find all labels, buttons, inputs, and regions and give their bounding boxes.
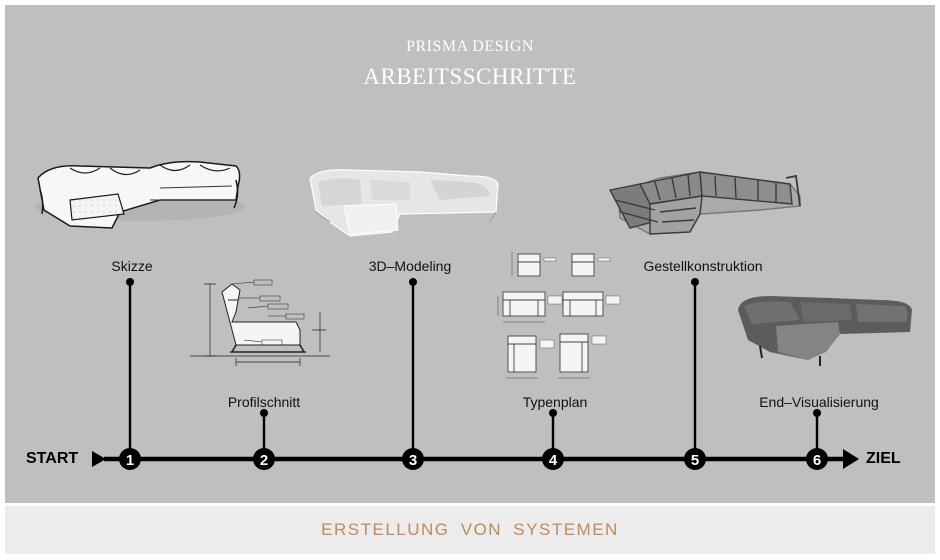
- step-marker-4: 4: [542, 448, 564, 470]
- end-arrow-icon: [843, 449, 859, 469]
- diagram-panel: [5, 5, 935, 503]
- step-number-1: 1: [126, 452, 134, 469]
- start-label: START: [26, 450, 79, 467]
- step-number-5: 5: [691, 452, 699, 469]
- step-number-2: 2: [260, 452, 268, 469]
- step-label-6: End–Visualisierung: [759, 394, 879, 410]
- sketch-sofa-illustration: [35, 160, 245, 229]
- footer-title: ERSTELLUNG VON SYSTEMEN: [321, 520, 619, 539]
- step-marker-6: 6: [806, 448, 828, 470]
- brand-name: PRISMA DESIGN: [406, 38, 534, 55]
- step-marker-1: 1: [119, 448, 141, 470]
- profile-section-drawing: [190, 279, 330, 366]
- frame-construction-illustration: [608, 171, 801, 235]
- footer-bar: ERSTELLUNG VON SYSTEMEN: [5, 506, 935, 554]
- page-title: ARBEITSSCHRITTE: [363, 64, 577, 89]
- step-marker-5: 5: [684, 448, 706, 470]
- step-label-5: Gestellkonstruktion: [643, 258, 763, 274]
- step-marker-2: 2: [253, 448, 275, 470]
- dot-step-4: [549, 409, 557, 417]
- type-plan-drawing: [497, 252, 621, 379]
- step-number-4: 4: [549, 452, 558, 469]
- dot-step-3: [409, 278, 417, 286]
- process-diagram: 1 2 3 4 5 6: [35, 160, 912, 470]
- step-label-4: Typenplan: [522, 394, 588, 410]
- 3d-model-sofa-illustration: [309, 169, 499, 237]
- dot-step-1: [126, 278, 134, 286]
- step-label-1: Skizze: [111, 258, 153, 274]
- step-number-6: 6: [813, 452, 821, 469]
- dot-step-5: [691, 278, 699, 286]
- step-marker-3: 3: [402, 448, 424, 470]
- start-arrow-icon: [92, 451, 106, 467]
- end-label: ZIEL: [866, 450, 901, 467]
- step-label-3: 3D–Modeling: [368, 258, 452, 274]
- step-number-3: 3: [409, 452, 417, 469]
- step-label-2: Profilschnitt: [227, 394, 301, 410]
- dot-step-6: [813, 409, 821, 417]
- dot-step-2: [260, 409, 268, 417]
- end-visualization-sofa: [738, 296, 912, 366]
